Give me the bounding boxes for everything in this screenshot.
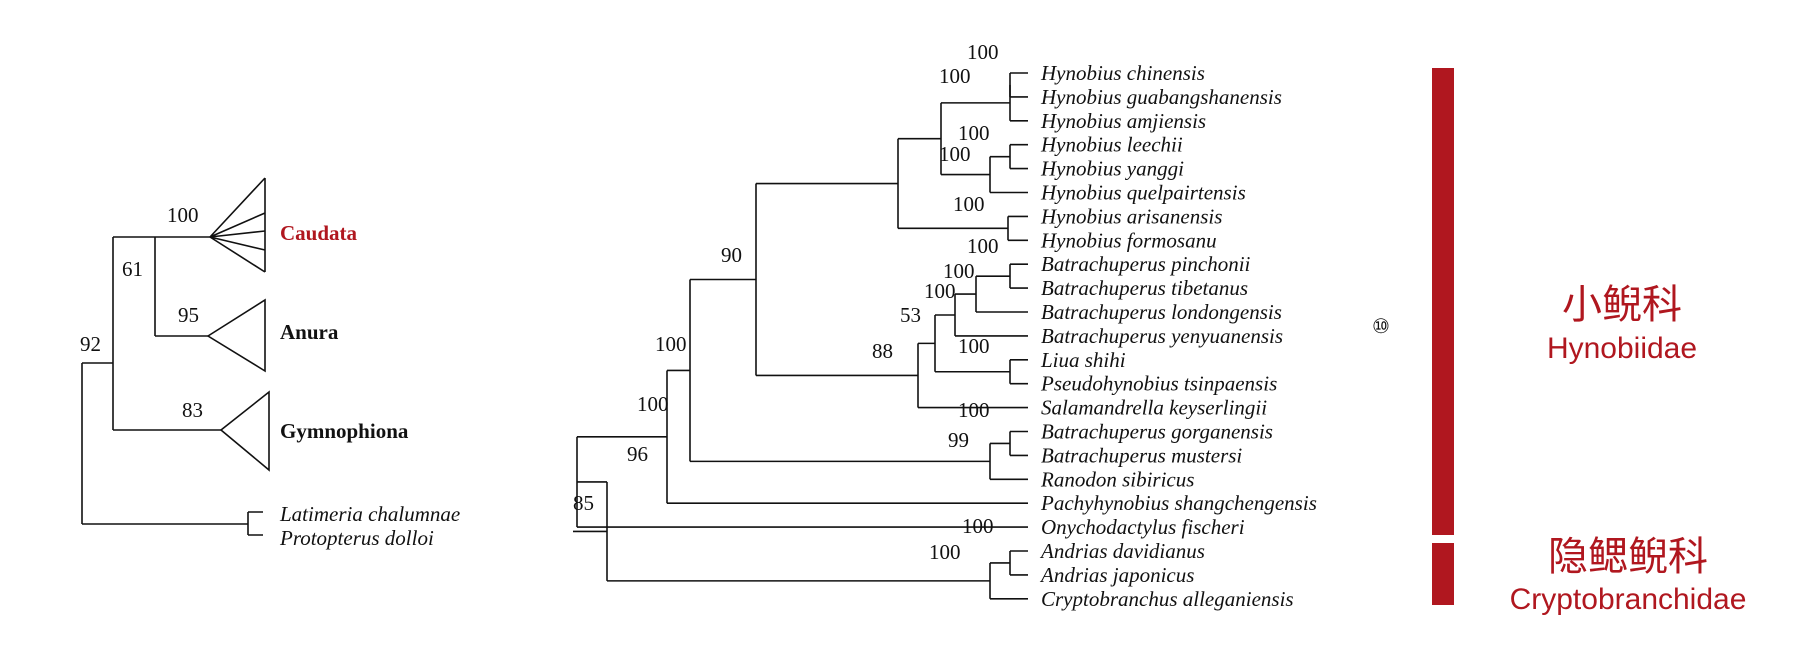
taxon-label: Hynobius arisanensis xyxy=(1040,204,1222,228)
taxon-label: Hynobius quelpairtensis xyxy=(1040,181,1246,205)
support-value: 85 xyxy=(573,491,594,515)
support-value: 100 xyxy=(953,192,985,216)
family-label-hynobiidae-latin: Hynobiidae xyxy=(1547,332,1697,365)
anura-collapsed-clade xyxy=(206,298,266,373)
taxon-label: Salamandrella keyserlingii xyxy=(1041,396,1267,420)
taxon-label: Hynobius chinensis xyxy=(1040,61,1205,85)
support-value: 83 xyxy=(182,398,203,422)
gymnophiona-collapsed-clade xyxy=(219,390,270,472)
taxon-label: Onychodactylus fischeri xyxy=(1041,515,1245,539)
taxon-label: Batrachuperus pinchonii xyxy=(1041,252,1251,276)
support-value: 100 xyxy=(637,392,669,416)
taxon-label: Batrachuperus londongensis xyxy=(1041,300,1282,324)
support-value: 100 xyxy=(924,279,956,303)
family-label-cryptobranchidae-cn: 隐鳃鲵科 xyxy=(1548,534,1708,580)
circled-number-marker: ⑩ xyxy=(1372,314,1390,338)
taxon-label: Liua shihi xyxy=(1040,348,1126,372)
taxon-label: Pseudohynobius tsinpaensis xyxy=(1040,372,1277,396)
taxon-label: Hynobius guabangshanensis xyxy=(1040,85,1282,109)
support-value: 100 xyxy=(939,64,971,88)
taxon-label: Hynobius leechii xyxy=(1040,133,1183,157)
taxon-label: Hynobius yanggi xyxy=(1040,157,1184,181)
support-value: 100 xyxy=(958,334,990,358)
support-value: 100 xyxy=(167,203,199,227)
taxon-label: Batrachuperus tibetanus xyxy=(1041,276,1248,300)
taxon-label: Batrachuperus mustersi xyxy=(1041,443,1242,467)
right-tree-branches xyxy=(573,72,1028,600)
family-label-cryptobranchidae-latin: Cryptobranchidae xyxy=(1510,583,1747,616)
taxon-label: Andrias davidianus xyxy=(1039,539,1205,563)
support-value: 99 xyxy=(948,428,969,452)
taxon-label-latimeria: Latimeria chalumnae xyxy=(279,502,460,526)
taxon-label: Batrachuperus gorganensis xyxy=(1041,420,1273,444)
taxon-label-protopterus: Protopterus dolloi xyxy=(279,526,434,550)
support-value: 92 xyxy=(80,332,101,356)
support-value: 100 xyxy=(962,514,994,538)
support-value: 53 xyxy=(900,303,921,327)
support-value: 95 xyxy=(178,303,199,327)
taxon-label: Andrias japonicus xyxy=(1039,563,1194,587)
support-value: 61 xyxy=(122,257,143,281)
taxon-label: Pachyhynobius shangchengensis xyxy=(1040,491,1317,515)
clade-label-gymnophiona: Gymnophiona xyxy=(280,419,409,443)
support-value: 100 xyxy=(929,540,961,564)
support-value: 90 xyxy=(721,243,742,267)
taxon-label: Batrachuperus yenyuanensis xyxy=(1041,324,1283,348)
caudata-collapsed-clade xyxy=(209,177,266,273)
support-value: 100 xyxy=(967,234,999,258)
support-value: 100 xyxy=(939,142,971,166)
right-tree-support-values: 100 100 100 100 100 90 100 100 100 53 10… xyxy=(573,40,999,564)
support-value: 100 xyxy=(958,121,990,145)
clade-label-anura: Anura xyxy=(280,320,339,344)
cryptobranchidae-bar xyxy=(1432,543,1454,605)
taxon-label: Hynobius amjiensis xyxy=(1040,109,1206,133)
support-value: 100 xyxy=(943,259,975,283)
taxon-label: Cryptobranchus alleganiensis xyxy=(1041,587,1294,611)
taxon-label: Hynobius formosanu xyxy=(1040,228,1217,252)
taxon-label: Ranodon sibiricus xyxy=(1040,467,1194,491)
left-tree: Caudata Anura Gymnophiona Latimeria chal… xyxy=(80,177,460,550)
family-label-hynobiidae-cn: 小鲵科 xyxy=(1562,282,1682,328)
support-value: 100 xyxy=(655,332,687,356)
support-value: 88 xyxy=(872,339,893,363)
support-value: 96 xyxy=(627,442,648,466)
hynobiidae-bar xyxy=(1432,68,1454,535)
support-value: 100 xyxy=(958,398,990,422)
clade-label-caudata: Caudata xyxy=(280,221,358,245)
support-value: 100 xyxy=(967,40,999,64)
